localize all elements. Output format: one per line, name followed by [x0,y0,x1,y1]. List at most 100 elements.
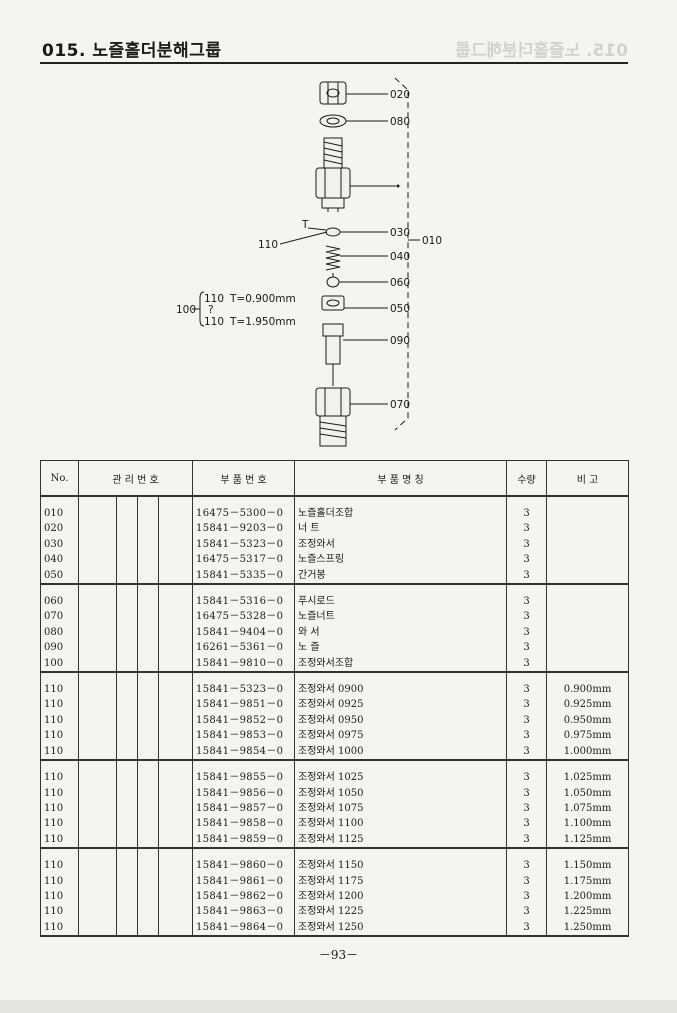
nozzle-spring-part [325,245,341,271]
washer-part [319,114,347,128]
remark-cell [546,506,630,522]
mgmt-cell-4 [157,640,194,656]
quantity-cell: 3 [506,536,548,553]
mgmt-cell-2 [116,743,138,762]
group-spacer [40,848,630,859]
mgmt-cell-1 [78,655,117,674]
callout-110: 110 [258,239,278,251]
remark-cell: 1.025mm [546,770,630,786]
part-name-cell: 조정와서 1225 [294,904,508,920]
callout-020: 020 [390,89,410,101]
nozzle-holder-body-part [315,137,351,212]
spacer-cell [40,584,79,595]
quantity-cell: 3 [506,609,548,625]
remark-cell [546,655,630,674]
part-name-cell: 조정와서 1100 [294,816,508,832]
part-name-cell: 조정와서 1025 [294,770,508,786]
table-header-row: No. 관 리 번 호 부 품 번 호 부 품 명 칭 수량 비 고 [40,460,630,497]
spacer-cell [137,848,159,859]
mgmt-cell-3 [137,697,159,713]
spacer-part [321,295,345,311]
part-number-cell: 16475－5328－0 [192,609,296,625]
scan-edge-strip [0,1000,677,1013]
mgmt-cell-1 [78,888,117,905]
part-name-cell: 조정와서 0925 [294,697,508,713]
mgmt-cell-1 [78,506,117,522]
mgmt-cell-1 [78,521,117,537]
page-title: 015. 노즐홀더분해그룹 [42,41,222,61]
quantity-cell: 3 [506,831,548,850]
thickness-note-text-1: T=0.900mm [229,293,296,305]
spacer-cell [78,760,117,771]
mgmt-cell-3 [137,743,159,762]
mgmt-cell-1 [78,594,117,610]
spacer-cell [294,496,508,506]
quantity-cell: 3 [506,858,548,874]
part-number-cell: 15841－9862－0 [192,888,296,905]
mgmt-cell-4 [157,904,194,920]
mgmt-cell-4 [157,728,194,744]
part-number-cell: 16475－5317－0 [192,552,296,568]
group-spacer [40,584,630,595]
mgmt-cell-3 [137,640,159,656]
mgmt-cell-1 [78,831,117,850]
part-number-cell: 15841－9859－0 [192,831,296,850]
mgmt-cell-3 [137,655,159,674]
part-number-cell: 15841－5335－0 [192,567,296,586]
thickness-note-tilde: ? [208,304,214,316]
mgmt-cell-3 [137,904,159,920]
mgmt-cell-2 [116,873,138,889]
mgmt-cell-4 [157,816,194,832]
part-name-cell: 조정와서 1250 [294,919,508,938]
part-number-cell: 15841－9853－0 [192,728,296,744]
spacer-cell [40,848,79,859]
part-number-cell: 15841－9857－0 [192,800,296,817]
no-cell: 110 [40,770,79,786]
remark-cell: 0.925mm [546,697,630,713]
part-name-cell: 노즐스프링 [294,552,508,568]
mgmt-cell-1 [78,743,117,762]
mgmt-cell-3 [137,831,159,850]
title-rule [40,62,628,64]
mgmt-cell-1 [78,919,117,938]
mgmt-cell-4 [157,655,194,674]
spacer-cell [116,672,138,683]
header-quantity: 수량 [506,460,548,497]
mgmt-cell-4 [157,831,194,850]
quantity-cell: 3 [506,624,548,641]
page-number: －93－ [318,948,359,962]
part-name-cell: 너 트 [294,521,508,537]
mgmt-cell-2 [116,640,138,656]
quantity-cell: 3 [506,506,548,522]
part-name-cell: 와 서 [294,624,508,641]
thickness-note-code-1: 110 [204,293,224,305]
mgmt-cell-2 [116,712,138,729]
mgmt-cell-3 [137,888,159,905]
part-number-cell: 16475－5300－0 [192,506,296,522]
remark-cell: 0.950mm [546,712,630,729]
mgmt-cell-2 [116,655,138,674]
remark-cell: 1.225mm [546,904,630,920]
mgmt-cell-1 [78,770,117,786]
no-cell: 010 [40,506,79,522]
spacer-cell [40,672,79,683]
mgmt-cell-4 [157,609,194,625]
no-cell: 050 [40,567,79,586]
remark-cell: 1.125mm [546,831,630,850]
spacer-cell [116,496,138,506]
quantity-cell: 3 [506,770,548,786]
part-number-cell: 15841－5316－0 [192,594,296,610]
mgmt-cell-2 [116,770,138,786]
part-number-cell: 15841－9852－0 [192,712,296,729]
mgmt-cell-2 [116,800,138,817]
mgmt-cell-3 [137,521,159,537]
spacer-cell [137,760,159,771]
remark-cell: 1.175mm [546,873,630,889]
mgmt-cell-1 [78,858,117,874]
